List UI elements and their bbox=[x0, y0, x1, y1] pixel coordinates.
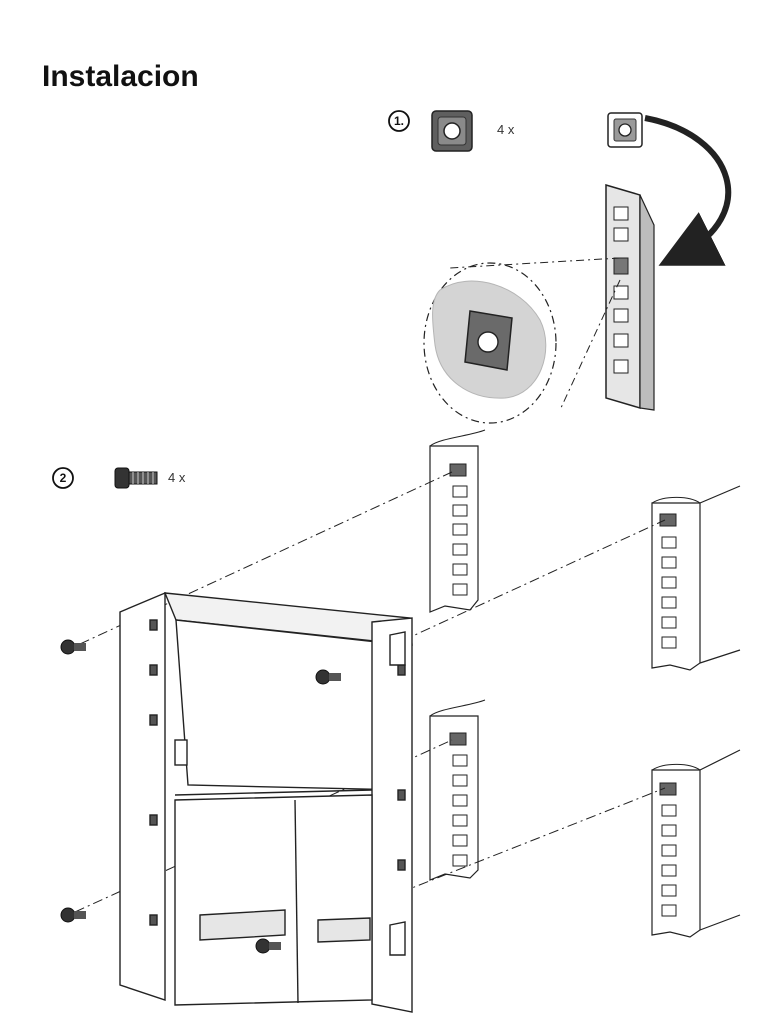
rack-rail-bottom-right bbox=[651, 749, 741, 938]
step-1-number: 1. bbox=[394, 114, 404, 128]
step-1-badge: 1. bbox=[388, 110, 410, 132]
rack-rail-top-right bbox=[651, 485, 741, 671]
step-2-quantity: 4 x bbox=[168, 470, 186, 485]
screw-top-left-icon bbox=[60, 639, 86, 655]
rack-rail-top-left bbox=[429, 429, 486, 613]
rack-rail-step1 bbox=[605, 183, 655, 411]
cage-nut-detail-icon bbox=[464, 310, 513, 371]
screw-bottom-right-icon bbox=[255, 938, 281, 954]
screw-bottom-left-icon bbox=[60, 907, 86, 923]
screw-icon bbox=[114, 467, 158, 489]
curved-arrow-icon bbox=[644, 115, 732, 266]
step-2-badge: 2 bbox=[52, 467, 74, 489]
mounting-bracket bbox=[119, 591, 413, 1013]
step-1-quantity: 4 x bbox=[497, 122, 515, 137]
cage-nut-insert-icon bbox=[607, 112, 643, 148]
zoom-callout bbox=[423, 257, 621, 424]
step-2-number: 2 bbox=[60, 471, 67, 485]
rack-rail-bottom-left bbox=[429, 699, 486, 881]
page-title: Instalacion bbox=[42, 60, 199, 93]
screw-top-right-icon bbox=[315, 669, 341, 685]
cage-nut-icon bbox=[431, 110, 473, 152]
